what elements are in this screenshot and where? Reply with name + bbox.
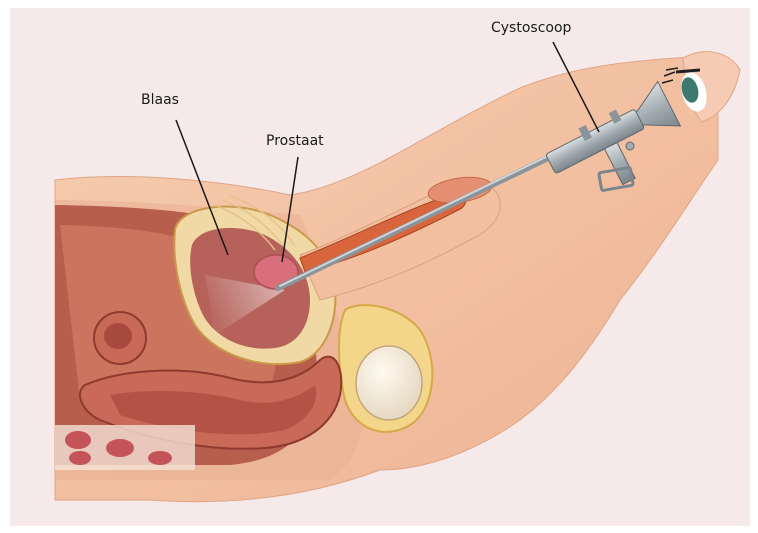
cystoscope-valve [626, 142, 634, 150]
label-prostate: Prostaat [266, 133, 324, 149]
label-cystoscope: Cystoscoop [491, 20, 571, 36]
label-bladder: Blaas [141, 92, 179, 108]
testis [356, 346, 422, 420]
bowel-knot-inner [104, 323, 132, 349]
